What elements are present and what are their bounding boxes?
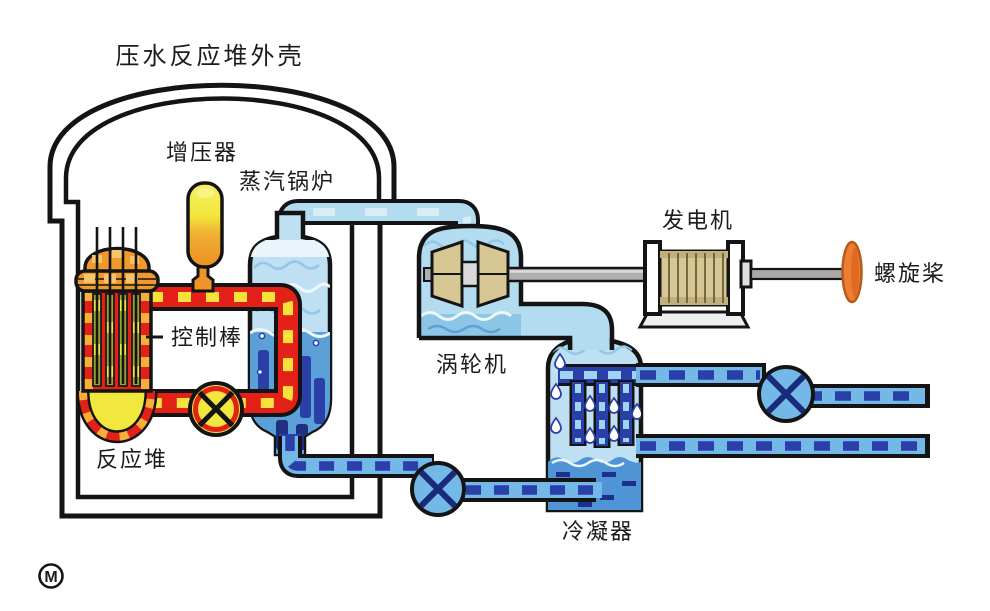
shaft-coupling — [739, 259, 753, 289]
cooling-pump-icon — [757, 365, 815, 423]
rotor-hub — [460, 260, 480, 288]
feedwater-pump-icon — [410, 461, 466, 517]
cloud-texture — [423, 239, 505, 249]
label-reactor: 反应堆 — [96, 447, 168, 472]
primary-loop-pipe — [150, 283, 302, 417]
watermark-letter: M — [44, 569, 57, 586]
exhaust-duct — [521, 304, 612, 352]
generator-windings — [668, 253, 724, 303]
wave — [427, 324, 501, 334]
feedwater-pipe — [278, 436, 434, 478]
bubble — [256, 368, 264, 376]
label-control-rods: 控制棒 — [171, 325, 243, 350]
label-propeller: 螺旋桨 — [874, 261, 946, 286]
condenser-droplets — [550, 352, 641, 444]
label-pressurizer: 增压器 — [166, 140, 238, 165]
steam-space — [250, 240, 330, 257]
diagram-labels: 压水反应堆外壳 增压器 蒸汽锅炉 控制棒 反应堆 涡轮机 发电机 螺旋桨 冷凝器 — [96, 43, 946, 544]
cloud-texture — [253, 260, 320, 270]
drive-shaft — [506, 266, 664, 283]
boil-column — [300, 356, 311, 418]
bubble — [312, 339, 320, 347]
propeller — [841, 240, 863, 304]
label-containment: 压水反应堆外壳 — [116, 43, 305, 70]
label-generator: 发电机 — [662, 208, 734, 233]
pressurizer-vessel — [186, 181, 224, 293]
propeller-shaft — [749, 267, 847, 281]
generator-rotor — [658, 249, 730, 307]
propeller-shading — [851, 247, 859, 297]
bubble — [258, 332, 266, 340]
label-turbine: 涡轮机 — [436, 352, 508, 377]
cooling-water-outlet-pipe — [636, 363, 930, 408]
control-rod-lines — [95, 227, 138, 384]
boil-column — [314, 378, 325, 424]
cooling-coil-runs — [569, 380, 635, 448]
reactor-vessel — [74, 227, 160, 444]
generator-bracket — [643, 240, 662, 316]
reactor-head-dome — [83, 246, 151, 274]
condenser-vessel — [545, 337, 644, 513]
generator-pedestal — [637, 310, 751, 329]
pressurizer-highlight — [196, 188, 214, 198]
primary-pump-icon — [188, 381, 244, 437]
pressurizer-body — [186, 181, 224, 269]
waterline — [420, 311, 512, 321]
turbine-housing — [416, 223, 615, 352]
label-steam-boiler: 蒸汽锅炉 — [239, 169, 335, 194]
label-condenser: 冷凝器 — [562, 519, 634, 544]
watermark-mark: M — [38, 563, 64, 589]
